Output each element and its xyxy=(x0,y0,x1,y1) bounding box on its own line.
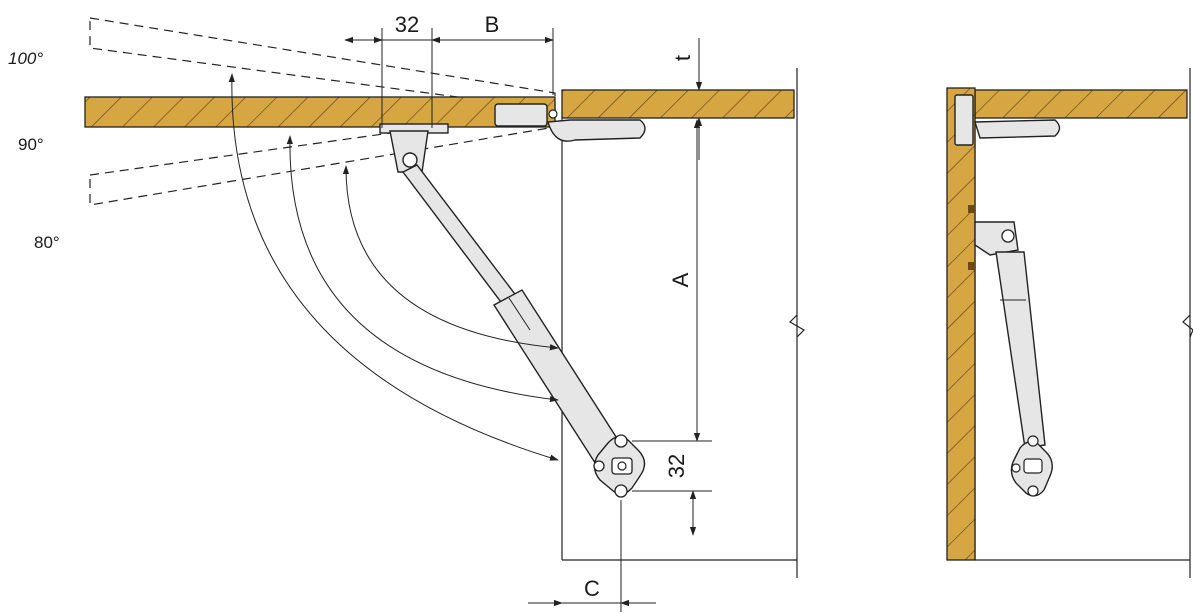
closed-lower-mount xyxy=(1010,435,1053,497)
dim-32-side: 32 xyxy=(664,454,689,478)
closed-gas-strut xyxy=(995,251,1046,449)
dim-t: t xyxy=(670,55,695,61)
lower-mount-plate xyxy=(593,434,646,498)
angle-100-label: 100° xyxy=(8,49,43,68)
lid-panel-90 xyxy=(84,96,556,128)
dim-b: B xyxy=(485,12,500,37)
closed-top-panel xyxy=(974,89,1188,119)
cabinet-top-panel xyxy=(561,89,795,119)
angle-80-label: 80° xyxy=(34,233,60,252)
closed-lid-panel xyxy=(946,87,976,561)
dim-32-top: 32 xyxy=(395,12,419,37)
break-mark xyxy=(789,314,805,338)
dim-c: C xyxy=(584,576,600,601)
upper-bracket xyxy=(389,130,429,173)
right-view xyxy=(946,68,1193,578)
closed-hinge xyxy=(954,94,1061,146)
arc-80 xyxy=(342,165,559,351)
left-view: 32 B t A 32 C 100° 90° 80° xyxy=(8,12,805,612)
angle-90-label: 90° xyxy=(18,135,44,154)
dim-a: A xyxy=(668,272,693,287)
